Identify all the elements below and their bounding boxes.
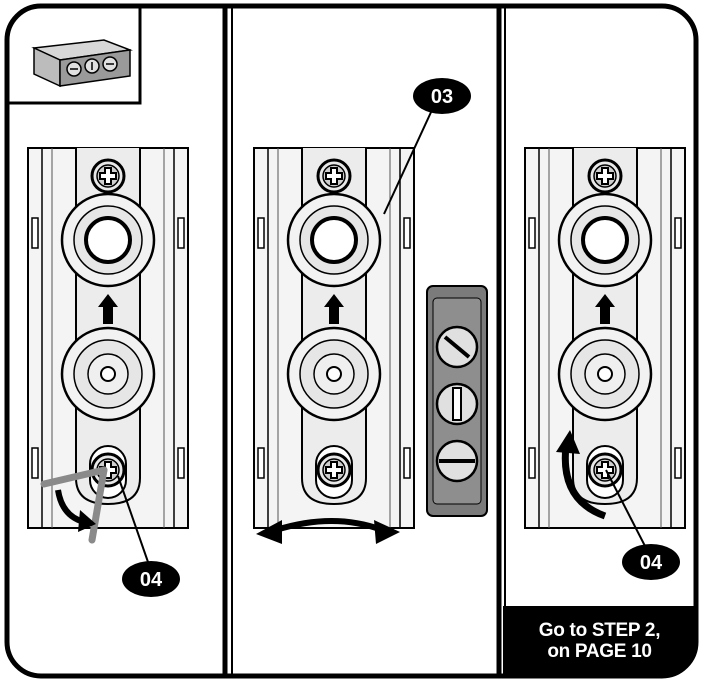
rotate-arrow-icon [55,489,96,532]
callout-04-left: 04 [122,561,180,597]
goto-step-box: Go to STEP 2, on PAGE 10 [503,606,696,676]
callout-label: 04 [140,569,163,591]
callout-04-right: 04 [622,544,680,580]
bracket-left [28,148,188,528]
bracket-middle [254,148,414,528]
callout-03: 03 [413,78,471,114]
rotate-arrow-icon [556,430,607,520]
panel-middle: 03 [254,78,488,544]
goto-line-2: on PAGE 10 [547,641,652,662]
lock-part-thumbnail-icon [31,39,133,88]
callout-label: 03 [431,86,453,108]
screwdriver-icon [40,466,108,544]
panel-left: 04 [28,148,188,597]
bracket-right [525,148,685,528]
goto-line-1: Go to STEP 2, [538,620,661,641]
callout-label: 04 [640,552,663,574]
lock-block-icon [426,285,488,517]
panel-right: 04 [525,148,685,580]
inset-box [9,8,142,105]
double-arrow-icon [256,518,400,544]
